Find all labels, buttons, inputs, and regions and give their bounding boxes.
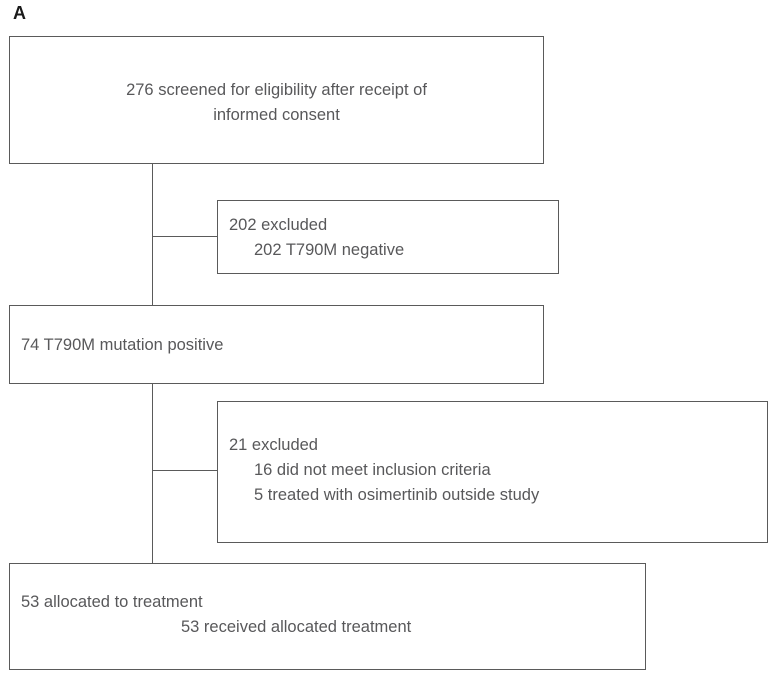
connector-branch-excluded-eligible bbox=[152, 470, 218, 471]
node-excluded-screening-line1: 202 excluded bbox=[229, 216, 328, 234]
node-allocated-line1: 53 allocated to treatment bbox=[21, 593, 203, 611]
node-allocated: 53 allocated to treatment 53 received al… bbox=[9, 563, 646, 670]
node-excluded-eligible: 21 excluded 16 did not meet inclusion cr… bbox=[217, 401, 768, 543]
node-screened-line2: informed consent bbox=[213, 106, 340, 124]
node-screened-line1: 276 screened for eligibility after recei… bbox=[126, 81, 427, 99]
node-allocated-line2: 53 received allocated treatment bbox=[181, 618, 412, 636]
node-mutation-positive-line1: 74 T790M mutation positive bbox=[21, 336, 224, 354]
node-excluded-screening: 202 excluded 202 T790M negative bbox=[217, 200, 559, 274]
node-mutation-positive: 74 T790M mutation positive bbox=[9, 305, 544, 384]
connector-positive-to-allocated bbox=[152, 384, 153, 564]
connector-branch-excluded-screening bbox=[152, 236, 218, 237]
connector-screened-to-positive bbox=[152, 164, 153, 306]
node-excluded-eligible-line3: 5 treated with osimertinib outside study bbox=[254, 486, 540, 504]
node-excluded-screening-line2: 202 T790M negative bbox=[254, 241, 405, 259]
node-screened: 276 screened for eligibility after recei… bbox=[9, 36, 544, 164]
panel-label-a: A bbox=[13, 3, 27, 23]
node-excluded-eligible-line1: 21 excluded bbox=[229, 436, 318, 454]
node-excluded-eligible-line2: 16 did not meet inclusion criteria bbox=[254, 461, 491, 479]
